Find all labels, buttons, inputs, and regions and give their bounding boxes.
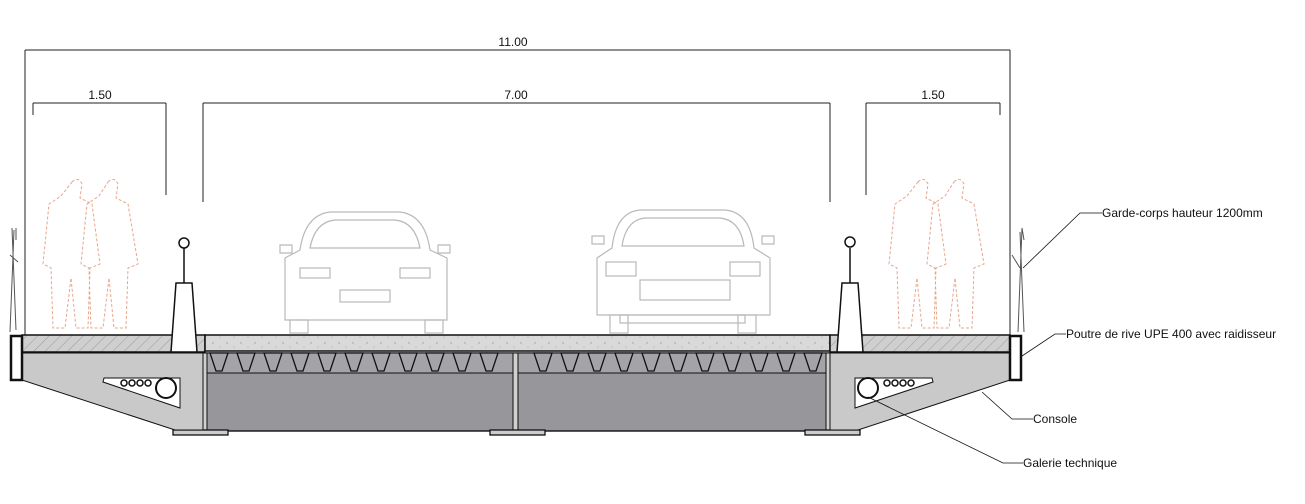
- railing-left: [9, 227, 19, 333]
- dimension-left-label: 1.50: [88, 88, 112, 102]
- safety-barrier-left: [170, 237, 198, 353]
- deck-rib: [803, 352, 823, 372]
- dimension-left-sidewalk: 1.50: [32, 88, 167, 195]
- dimension-right-label: 1.50: [921, 88, 945, 102]
- utility-gallery-left: [102, 377, 181, 409]
- edge-beam-right: [1008, 334, 1023, 382]
- safety-barrier-right: [836, 236, 864, 353]
- annotation-edge-beam: Poutre de rive UPE 400 avec raidisseur: [1021, 327, 1276, 357]
- deck-rib: [641, 352, 661, 372]
- deck-rib: [776, 352, 796, 372]
- dimension-roadway-label: 7.00: [504, 88, 528, 102]
- deck-rib: [533, 352, 553, 372]
- deck-rib: [209, 352, 229, 372]
- deck-rib: [614, 352, 634, 372]
- deck-rib: [344, 352, 364, 372]
- deck-rib: [749, 352, 769, 372]
- annotation-railing: Garde-corps hauteur 1200mm: [1022, 206, 1263, 269]
- console-label: Console: [1033, 412, 1077, 426]
- deck-rib: [668, 352, 688, 372]
- deck-rib: [398, 352, 418, 372]
- deck-ribs: [209, 352, 823, 372]
- deck-rib: [263, 352, 283, 372]
- dimension-total: 11.00: [24, 35, 1011, 335]
- railing-label: Garde-corps hauteur 1200mm: [1102, 206, 1263, 220]
- deck-rib: [236, 352, 256, 372]
- dimension-total-label: 11.00: [498, 35, 527, 49]
- deck-rib: [587, 352, 607, 372]
- dimension-roadway: 7.00: [202, 88, 831, 202]
- deck-rib: [695, 352, 715, 372]
- deck-rib: [452, 352, 472, 372]
- roadway-slab: [204, 334, 831, 352]
- pedestrians-left: [42, 178, 139, 329]
- car-front-view: [279, 211, 451, 334]
- edge-beam-left: [9, 334, 24, 382]
- deck-rib: [371, 352, 391, 372]
- car-rear-view: [591, 209, 775, 334]
- deck-rib: [560, 352, 580, 372]
- deck-rib: [425, 352, 445, 372]
- dimension-right-sidewalk: 1.50: [865, 88, 1001, 195]
- edge-beam-label: Poutre de rive UPE 400 avec raidisseur: [1066, 327, 1276, 341]
- annotation-console: Console: [981, 391, 1077, 426]
- console-right: [829, 352, 1011, 431]
- railing-right: [1011, 227, 1025, 333]
- deck-rib: [290, 352, 310, 372]
- pedestrians-right: [888, 178, 985, 329]
- deck-rib: [479, 352, 499, 372]
- utility-gallery-label: Galerie technique: [1023, 456, 1117, 470]
- deck-rib: [317, 352, 337, 372]
- deck-rib: [722, 352, 742, 372]
- annotation-utility-gallery: Galerie technique: [867, 396, 1117, 470]
- central-web: [512, 352, 519, 432]
